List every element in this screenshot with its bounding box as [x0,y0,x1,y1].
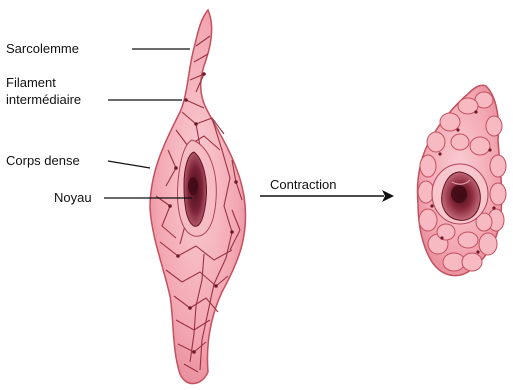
dense-body [168,204,172,208]
contracted-cell [418,85,507,275]
dense-body [184,98,188,102]
dense-body [474,110,477,113]
dense-body [176,254,180,258]
dense-body [188,306,192,310]
label-sarcolemme-group: Sarcolemme [6,41,190,56]
contraction-arrow-group: Contraction [260,177,394,202]
label-filament-line1: Filament [6,75,56,90]
dense-body [230,230,234,234]
dense-body [476,250,479,253]
dense-body [214,284,218,288]
dense-body [194,122,198,126]
leader-corps-dense [108,161,150,168]
dense-body [456,128,459,131]
dense-body [488,148,491,151]
label-noyau: Noyau [54,190,92,205]
dense-body [202,72,206,76]
dense-body [438,152,441,155]
label-filament-line2: intermédiaire [6,92,81,107]
relaxed-cell [150,10,246,384]
dense-body [234,180,238,184]
label-sarcolemme: Sarcolemme [6,41,79,56]
contracted-nucleolus [451,185,467,203]
label-filament-group: Filament intermédiaire [6,75,182,107]
dense-body [174,166,178,170]
label-corps-dense: Corps dense [6,153,80,168]
label-corps-dense-group: Corps dense [6,153,150,168]
dense-body [192,350,196,354]
relaxed-nucleolus [188,177,198,195]
dense-body [440,236,443,239]
dense-body [430,204,433,207]
dense-body [492,206,495,209]
label-contraction: Contraction [270,177,336,192]
